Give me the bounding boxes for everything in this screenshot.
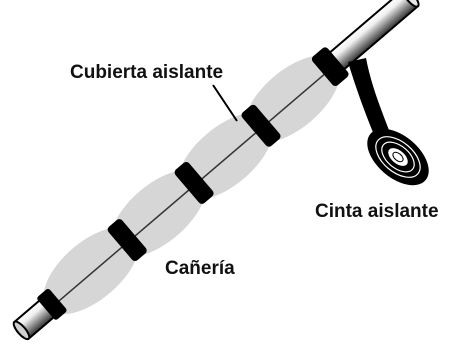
insulating-tape-label: Cinta aislante	[315, 201, 439, 222]
insulation-cover-label: Cubierta aislante	[70, 62, 224, 83]
pipe-label: Cañería	[165, 258, 235, 279]
tape-strip	[348, 58, 394, 144]
tape-bands	[37, 47, 349, 320]
tape-roll	[367, 128, 429, 186]
cover-leader-line	[212, 84, 238, 122]
